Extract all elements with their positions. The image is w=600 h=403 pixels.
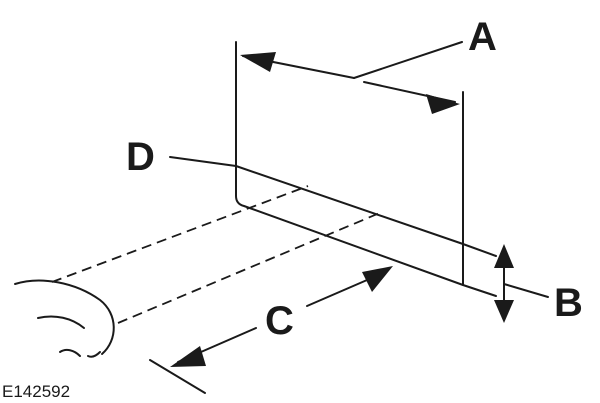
dimension-a <box>240 41 463 114</box>
label-c: C <box>265 299 294 343</box>
label-b: B <box>554 281 583 325</box>
dimension-b <box>462 243 549 323</box>
leader-d <box>169 156 237 167</box>
label-a: A <box>468 15 497 59</box>
sightlines <box>51 185 383 324</box>
label-d: D <box>126 135 155 179</box>
dimension-c <box>149 266 393 394</box>
projection-panel <box>235 41 464 286</box>
figure-reference: E142592 <box>2 382 70 401</box>
eye-outline <box>14 279 115 358</box>
